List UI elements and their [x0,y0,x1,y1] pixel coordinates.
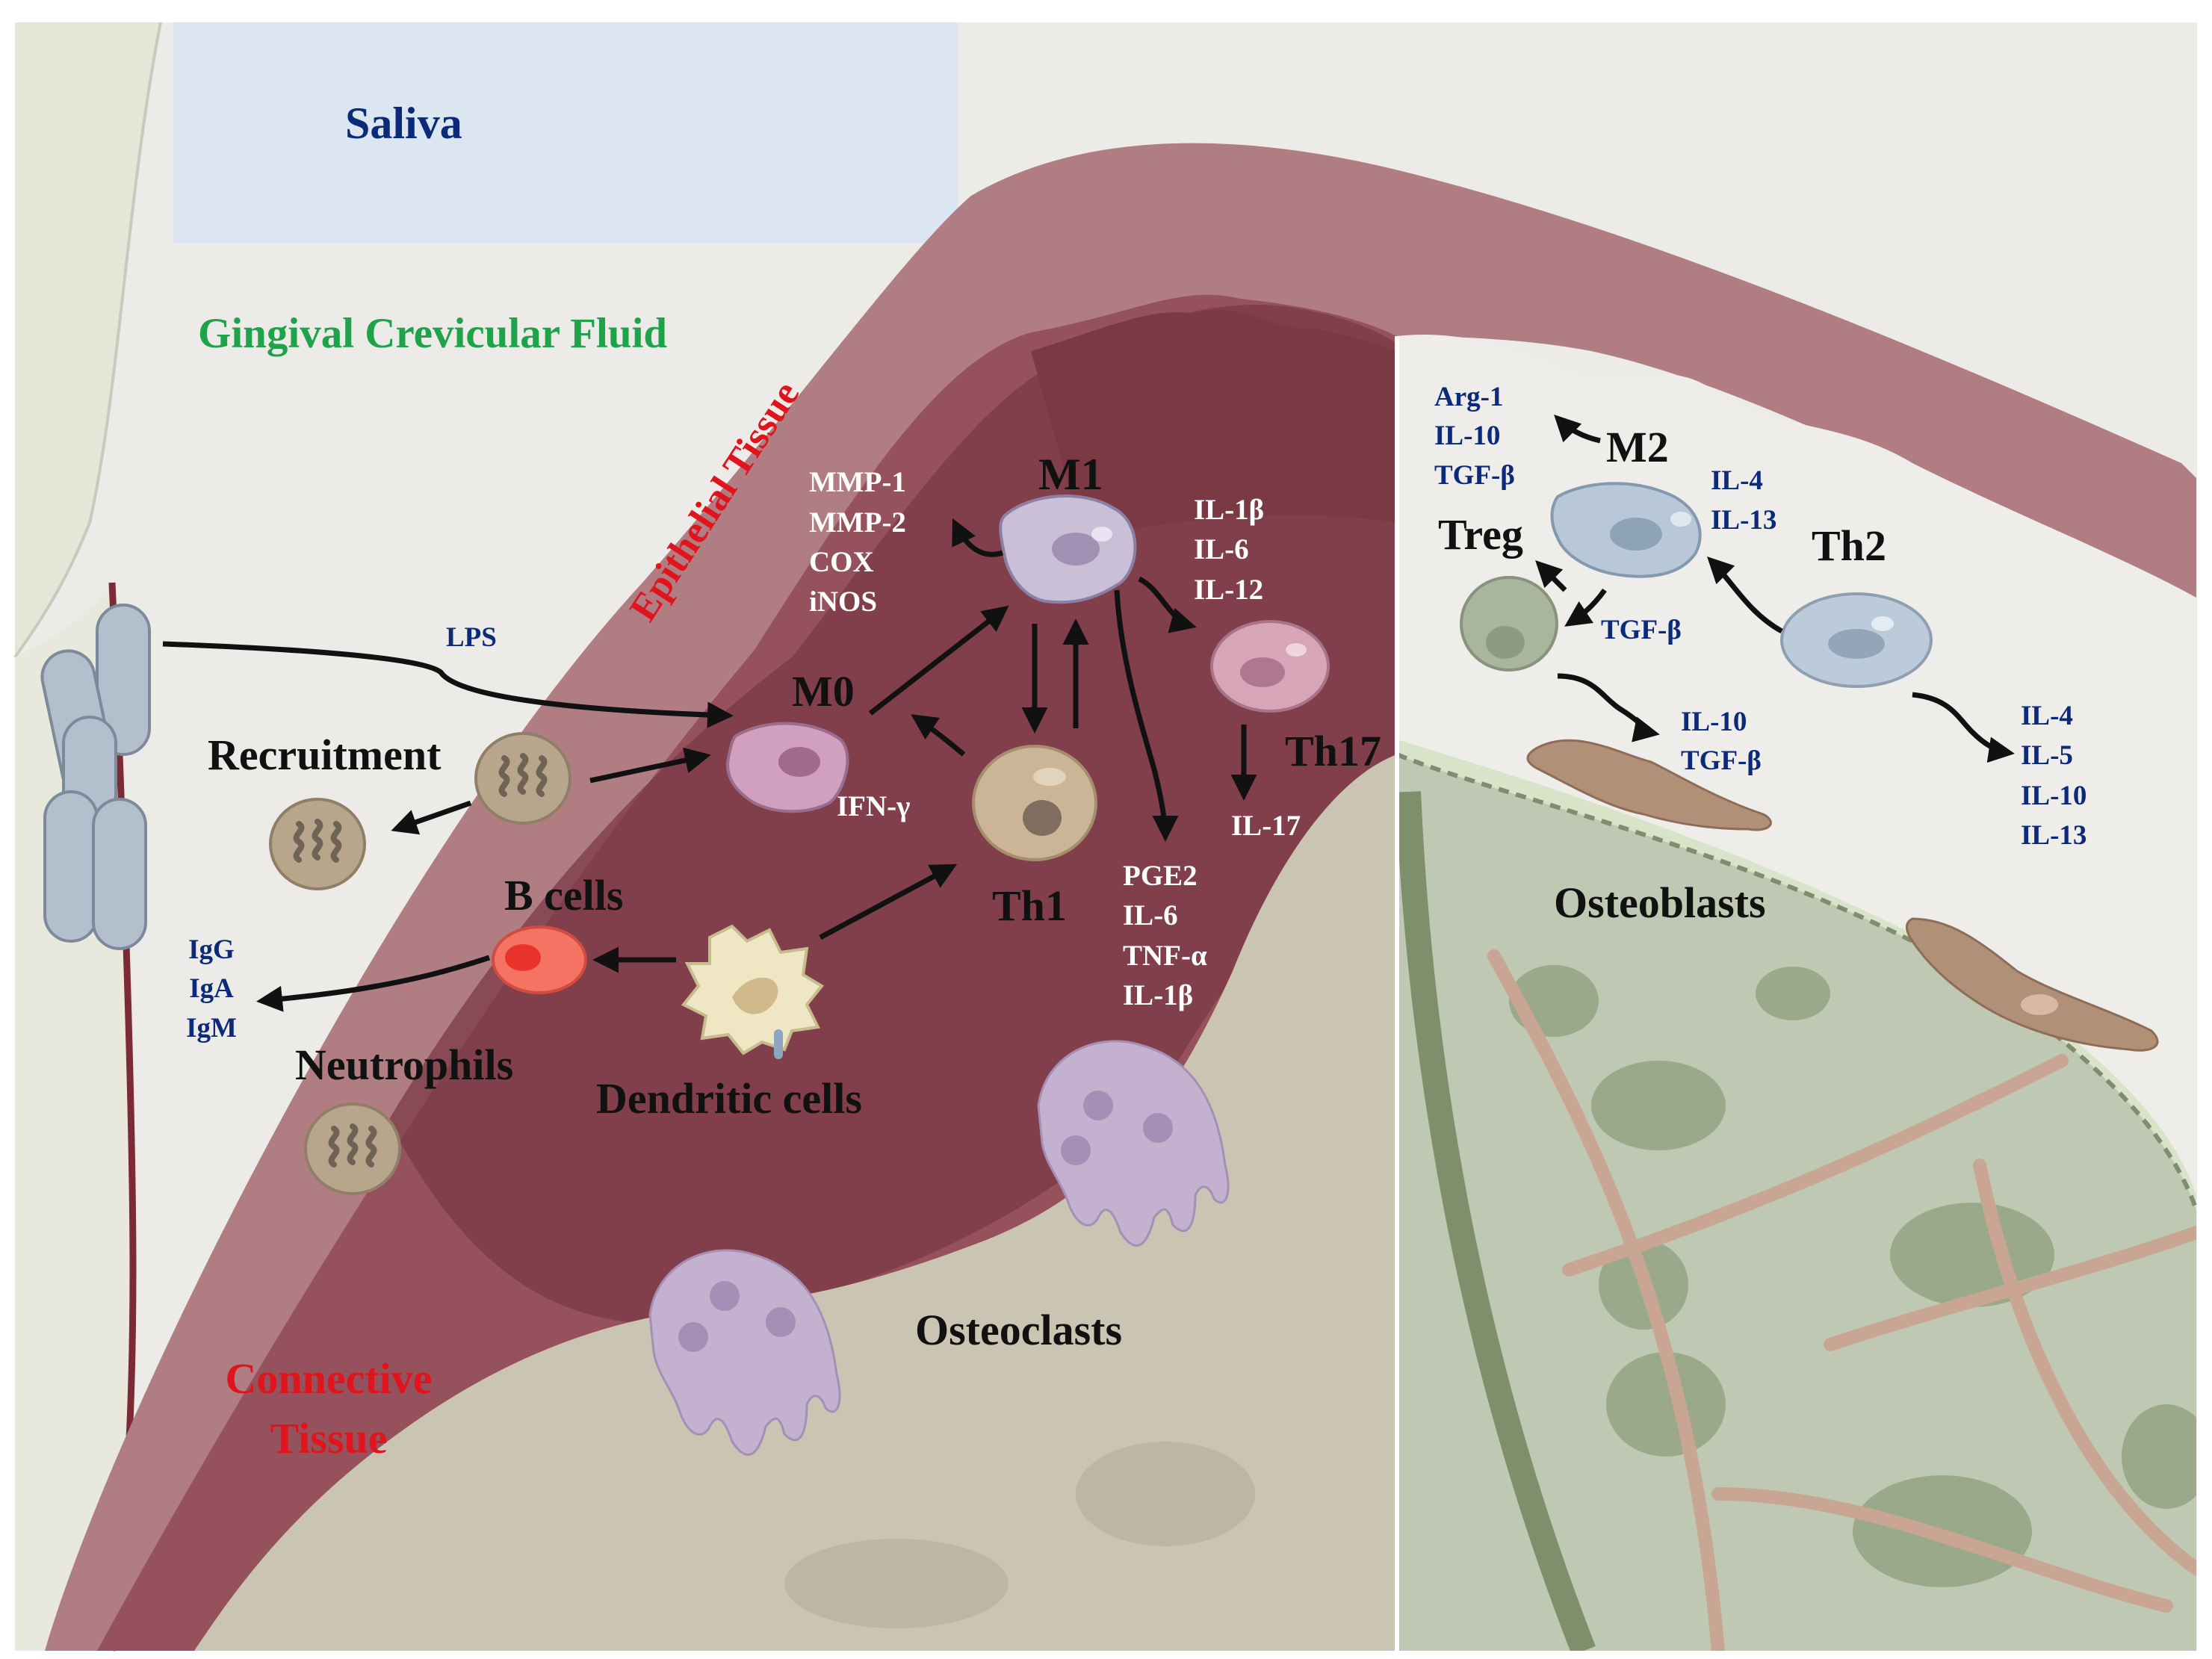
dendritic-cell [681,924,824,1059]
arrow-treg-to-products [1557,673,1660,742]
antibody-item: IgM [186,1013,237,1044]
th17-label: Th17 [1285,727,1381,775]
ifn-gamma-label: IFN-γ [837,790,910,822]
th17-cell [1210,620,1330,713]
arrow-m1-to-th17 [1138,576,1197,633]
m1-label: M1 [1038,450,1103,499]
neutrophil-cell [269,798,366,890]
m2-product-item: TGF-β [1434,460,1515,491]
b-cells-label: B cells [504,871,623,920]
th2-cell [1780,592,1933,688]
osteoclast-cell [648,1249,841,1456]
m1-enzyme-item: COX [809,546,874,578]
arrow-m2-to-products [1554,415,1601,444]
bacteria-cluster [40,604,151,950]
th1-product-item: IL-1β [1123,979,1193,1011]
lps-label: LPS [446,622,497,653]
m1-enzyme-item: iNOS [809,586,877,618]
osteoblasts-label: Osteoblasts [1554,878,1766,927]
treg-product-item: IL-10 [1681,707,1747,737]
th1-product-item: TNF-α [1123,940,1207,972]
th1-product-item: IL-6 [1123,899,1178,931]
treg-label: Treg [1438,510,1523,559]
arrow-recruitment-to-m0 [589,747,711,784]
m2-label: M2 [1606,423,1669,471]
arrow-m2-to-treg [1564,588,1607,627]
saliva-region [173,22,958,243]
osteoblast-cell [1906,917,2159,1052]
arrow-treg-to-m2 [1535,560,1567,592]
neutrophils-label: Neutrophils [295,1041,513,1089]
osteoclast-cell [1037,1040,1230,1247]
arrow-dendritic-to-th1 [819,863,958,940]
arrow-m1-to-enzymes [952,518,1004,557]
th2-product-item: IL-5 [2021,740,2073,771]
th2-product-item: IL-4 [2021,701,2073,731]
osteoblast-cell [1526,739,1772,831]
arrow-recruitment-to-neutrophil [391,800,472,835]
arrow-bcell-to-antibodies [256,955,491,1012]
m1-enzyme-item: MMP-1 [809,466,906,498]
m2-product-item: Arg-1 [1434,382,1503,412]
m2-product-item: IL-10 [1434,421,1500,451]
arrow-m1-to-products [1114,589,1179,842]
m0-label: M0 [792,667,855,716]
m2-inducer-item: IL-4 [1711,465,1763,496]
m0-macrophage [726,722,849,813]
treg-cell [1460,576,1558,672]
th1-cell [972,745,1097,861]
m1-macrophage [999,494,1137,604]
connective-tissue-label-line2: Tissue [270,1414,388,1463]
m1-enzyme-item: MMP-2 [809,506,906,539]
gcf-label: Gingival Crevicular Fluid [198,310,667,357]
arrows [162,415,2015,1012]
th2-label: Th2 [1812,521,1886,570]
arrow-th1-to-m0 [911,714,966,757]
arrow-th2-to-products [1912,692,2015,763]
th2-product-item: IL-13 [2021,820,2086,851]
m2-macrophage [1550,482,1702,578]
il17-label: IL-17 [1231,810,1301,842]
treg-signal-item: TGF-β [1601,615,1682,645]
treg-product-item: TGF-β [1681,745,1762,776]
m1-cytokine-item: IL-12 [1194,574,1263,606]
th2-product-item: IL-10 [2021,781,2086,811]
osteoclasts-label: Osteoclasts [915,1306,1122,1354]
arrow-th2-to-m2 [1707,556,1783,634]
arrow-m0-to-m1 [868,605,1009,716]
osteoblast-bone [1397,754,2196,1651]
b-cell [492,925,587,994]
connective-tissue-label-line1: Connective [225,1354,432,1403]
m2-inducer-item: IL-13 [1711,505,1776,536]
th1-product-item: PGE2 [1123,860,1198,892]
th1-label: Th1 [992,881,1067,930]
arrow-lps-to-m0 [162,641,734,728]
neutrophil-cell [304,1103,401,1195]
m1-cytokine-item: IL-6 [1194,533,1249,565]
antibody-item: IgA [189,973,234,1004]
neutrophil-cell [474,732,571,825]
alveolar-bone [194,754,1397,1651]
antibody-item: IgG [188,934,235,965]
tooth-surface [15,22,161,657]
saliva-label: Saliva [345,99,462,148]
m1-cytokine-item: IL-1β [1194,494,1264,526]
dendritic-cells-label: Dendritic cells [596,1074,862,1123]
recruitment-label: Recruitment [208,731,442,779]
